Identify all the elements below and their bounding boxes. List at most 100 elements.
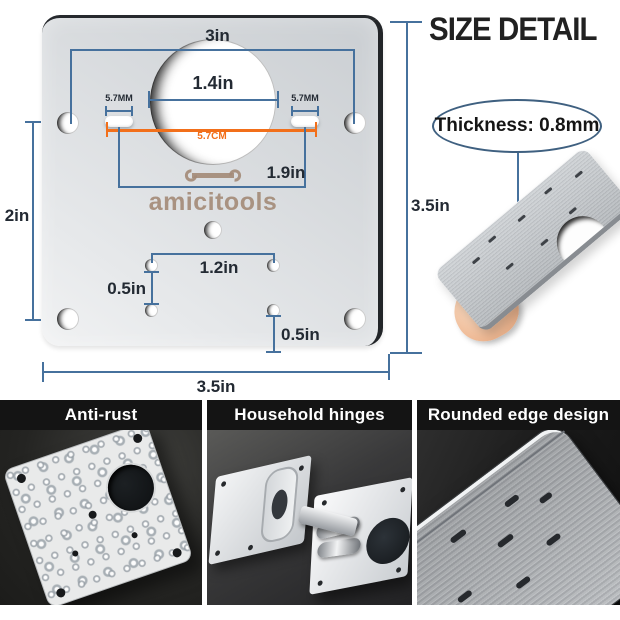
page-title: SIZE DETAIL bbox=[429, 11, 598, 47]
screw-hole bbox=[344, 308, 366, 330]
dim-tick bbox=[144, 303, 159, 305]
dim-line bbox=[105, 110, 133, 112]
dim-label-small-hole-span: 1.2in bbox=[199, 258, 239, 277]
plate-slot bbox=[503, 493, 521, 509]
dim-label-right-slot: 5.7MM bbox=[291, 93, 319, 103]
dim-label-top-width: 3in bbox=[205, 26, 230, 45]
dim-label-right-height: 3.5in bbox=[411, 196, 450, 215]
dim-line-orange bbox=[106, 129, 317, 132]
rounded-edge-photo bbox=[417, 430, 620, 605]
hinge-spring-cylinder bbox=[316, 537, 362, 559]
screw-hole-dot bbox=[87, 509, 98, 520]
hinge-cup-mount bbox=[259, 463, 300, 545]
plate-slot bbox=[517, 214, 527, 223]
hinge-plate-right bbox=[309, 477, 412, 595]
screw-hole-dot bbox=[71, 549, 80, 558]
dim-label-hole-diameter: 1.4in bbox=[192, 73, 234, 93]
screw-hole-dot bbox=[317, 580, 323, 587]
screw-hole-small bbox=[267, 259, 280, 272]
dim-tick bbox=[151, 253, 153, 263]
dim-label-left-slot: 5.7MM bbox=[105, 93, 133, 103]
screw-hole-small bbox=[145, 304, 158, 317]
watermark-text: amicitools bbox=[148, 188, 278, 216]
dim-line bbox=[291, 110, 319, 112]
dim-line bbox=[32, 122, 34, 320]
screw-hole-dot bbox=[321, 499, 327, 506]
dim-line bbox=[118, 127, 120, 188]
anti-rust-photo bbox=[0, 430, 202, 605]
dim-label-slot-centers: 1.9in bbox=[266, 163, 306, 182]
plate-slot bbox=[505, 262, 515, 271]
hinge-plate-left bbox=[208, 454, 312, 566]
plate-slot bbox=[543, 186, 553, 195]
plate-slot bbox=[456, 589, 474, 604]
plate-slot bbox=[568, 206, 578, 215]
dim-line bbox=[406, 21, 408, 354]
dim-tick bbox=[315, 122, 317, 137]
dim-tick bbox=[317, 106, 319, 116]
dim-tick bbox=[273, 253, 275, 263]
plate-slot bbox=[514, 575, 532, 590]
rounded-edge-plate bbox=[417, 430, 620, 605]
dim-line bbox=[151, 272, 153, 305]
dim-tick bbox=[25, 121, 41, 123]
dim-label-slot-span: 5.7CM bbox=[197, 131, 227, 142]
plate-slot bbox=[540, 238, 549, 247]
screw-hole-dot bbox=[247, 544, 254, 551]
screw-hole-dot bbox=[220, 480, 227, 488]
dim-tick bbox=[106, 122, 108, 137]
hinge-cup-cutout bbox=[270, 487, 289, 521]
screw-hole-dot bbox=[214, 549, 221, 557]
plate-slot bbox=[496, 532, 515, 549]
feature-panel-household-hinges: Household hinges bbox=[207, 400, 412, 605]
screw-hole-dot bbox=[171, 547, 183, 559]
dim-tick bbox=[390, 21, 422, 23]
dim-tick bbox=[266, 351, 281, 353]
dim-line bbox=[70, 49, 355, 51]
feature-label: Rounded edge design bbox=[417, 400, 620, 430]
dim-line bbox=[70, 49, 72, 124]
screw-hole-small bbox=[145, 259, 158, 272]
screw-hole bbox=[344, 112, 366, 134]
dim-tick bbox=[291, 106, 293, 116]
screw-hole-small bbox=[267, 304, 280, 317]
plate-slot bbox=[574, 170, 584, 179]
droplet-covered-plate bbox=[2, 430, 194, 605]
plate-notch-hole bbox=[546, 205, 620, 279]
dim-line bbox=[151, 253, 275, 255]
dim-tick bbox=[277, 91, 279, 108]
dim-label-bottom-width: 3.5in bbox=[196, 377, 236, 396]
screw-hole bbox=[204, 221, 222, 239]
dim-label-bottom-edge-offset: 0.5in bbox=[281, 325, 320, 344]
plate-slot bbox=[487, 235, 497, 244]
size-detail-section: 3in 1.4in 5.7MM 5.7MM 5.7CM 1.9in bbox=[4, 11, 620, 396]
feature-label: Anti-rust bbox=[0, 400, 202, 430]
slot-hole bbox=[291, 116, 319, 127]
dim-label-left-height: 2in bbox=[4, 206, 30, 225]
screw-hole-dot bbox=[395, 566, 402, 574]
thickness-photo bbox=[428, 146, 620, 352]
screw-hole-dot bbox=[132, 432, 144, 445]
watermark: amicitools bbox=[134, 168, 292, 217]
screw-hole bbox=[57, 112, 79, 134]
dim-line bbox=[148, 99, 279, 101]
screw-hole-dot bbox=[15, 472, 28, 485]
thickness-callout: Thickness: 0.8mm bbox=[432, 99, 602, 153]
plate-slot bbox=[471, 256, 481, 265]
plate-slot bbox=[449, 528, 468, 545]
screw-hole bbox=[57, 308, 79, 330]
dim-line bbox=[304, 127, 306, 188]
dim-label-small-hole-gap: 0.5in bbox=[107, 279, 146, 298]
thin-plate-edge-view bbox=[433, 146, 620, 334]
feature-panel-rounded-edge: Rounded edge design bbox=[417, 400, 620, 605]
dim-line bbox=[273, 316, 275, 353]
household-hinges-photo bbox=[207, 430, 412, 605]
dim-tick bbox=[266, 315, 281, 317]
screw-hole-dot bbox=[298, 464, 305, 472]
dim-tick bbox=[105, 106, 107, 116]
dim-line bbox=[353, 49, 355, 124]
dim-tick bbox=[148, 91, 150, 108]
slot-hole bbox=[105, 116, 133, 127]
screw-hole-dot bbox=[400, 486, 406, 493]
plate-slot bbox=[545, 532, 562, 547]
